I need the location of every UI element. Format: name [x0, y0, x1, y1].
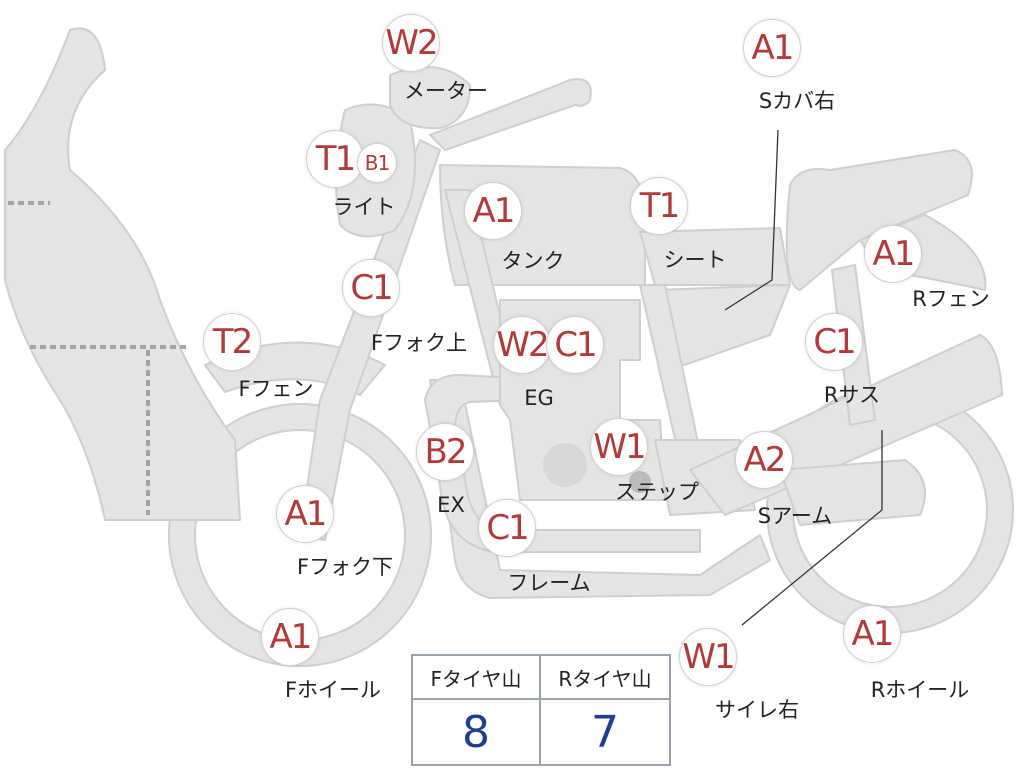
f-wheel-label: Fホイール — [284, 678, 382, 702]
meter-code-badge[interactable]: W2 — [383, 15, 439, 71]
tail-shape — [785, 149, 973, 291]
rear-tire-tread-header: Rタイヤ山 — [541, 656, 669, 700]
s-cover-right-code-badge[interactable]: A1 — [744, 20, 800, 76]
r-suspension-label: Rサス — [823, 383, 881, 407]
tank-label: タンク — [501, 249, 565, 273]
seat-label: シート — [663, 248, 727, 272]
light-secondary-code-badge[interactable]: B1 — [358, 144, 396, 182]
rear-tire-tread-value[interactable]: 7 — [591, 706, 619, 758]
meter-label: メーター — [404, 79, 488, 103]
r-wheel-label: Rホイール — [870, 678, 970, 702]
step-label: ステップ — [615, 480, 699, 504]
s-cover-right-label: Sカバ右 — [758, 89, 836, 113]
f-fender-code-badge[interactable]: T2 — [204, 314, 260, 370]
leader-silencer — [741, 430, 883, 626]
step-code-badge[interactable]: W1 — [591, 419, 647, 475]
silencer-right-code-badge[interactable]: W1 — [680, 629, 736, 685]
frame-code-badge[interactable]: C1 — [479, 500, 535, 556]
fairing-shape — [4, 27, 241, 521]
engine-label: EG — [524, 386, 554, 410]
f-fork-upper-code-badge[interactable]: C1 — [343, 260, 399, 316]
silencer-shape — [779, 459, 926, 526]
r-fender-label: Rフェン — [912, 287, 990, 311]
f-fork-lower-label: Fフォク下 — [296, 555, 394, 579]
f-wheel-code-badge[interactable]: A1 — [262, 609, 318, 665]
frame-label: フレーム — [507, 571, 591, 595]
f-fork-upper-label: Fフォク上 — [370, 331, 468, 355]
front-tire-tread-value[interactable]: 8 — [413, 700, 541, 764]
r-wheel-code-badge[interactable]: A1 — [844, 606, 900, 662]
seat-code-badge[interactable]: T1 — [631, 178, 687, 234]
meter-shape — [389, 66, 471, 130]
silencer-right-label: サイレ右 — [715, 698, 799, 722]
swing-arm-label: Sアーム — [757, 504, 833, 528]
f-fork-lower-code-badge[interactable]: A1 — [277, 486, 333, 542]
handlebar-shape — [429, 78, 592, 151]
light-code-badge[interactable]: T1 — [307, 131, 363, 187]
exhaust-pipe-shape — [424, 374, 701, 553]
engine-code-badge[interactable]: W2 — [494, 317, 550, 373]
r-fender-code-badge[interactable]: A1 — [865, 226, 921, 282]
engine-cover — [543, 443, 587, 487]
tank-code-badge[interactable]: A1 — [465, 183, 521, 239]
step-peg-left — [629, 471, 651, 493]
exhaust-code-badge[interactable]: B2 — [417, 424, 473, 480]
tire-tread-table: Fタイヤ山 Rタイヤ山 8 7 — [411, 654, 671, 766]
swing-arm-code-badge[interactable]: A2 — [736, 432, 792, 488]
front-wheel-outline — [168, 403, 432, 667]
front-tire-tread-header: Fタイヤ山 — [413, 656, 541, 700]
f-fender-label: Fフェン — [238, 377, 314, 401]
engine-secondary-code-badge[interactable]: C1 — [547, 317, 603, 373]
light-label: ライト — [332, 195, 396, 219]
front-fork-shape — [299, 139, 441, 541]
r-suspension-code-badge[interactable]: C1 — [806, 314, 862, 370]
exhaust-label: EX — [437, 493, 465, 517]
leader-s-cover — [724, 129, 779, 311]
